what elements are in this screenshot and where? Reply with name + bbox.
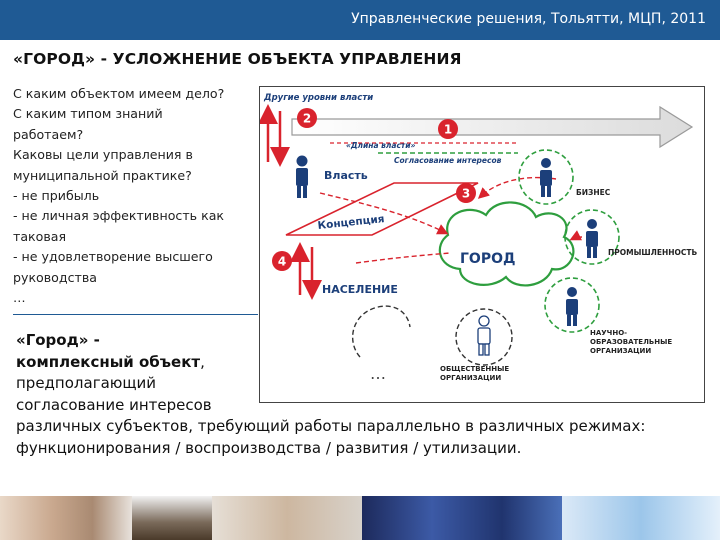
power-length-label: «Длина власти» xyxy=(346,141,416,150)
question-line: работаем? xyxy=(13,125,258,145)
divider-line xyxy=(13,314,258,315)
industry-dashed-curve xyxy=(572,237,582,239)
header-bar: Управленческие решения, Тольятти, МЦП, 2… xyxy=(0,0,720,40)
badge-1-label: 1 xyxy=(444,123,452,137)
business-label: БИЗНЕС xyxy=(576,188,611,197)
question-line: руководства xyxy=(13,268,258,288)
slide-title: «ГОРОД» - УСЛОЖНЕНИЕ ОБЪЕКТА УПРАВЛЕНИЯ xyxy=(13,50,462,68)
definition-line: предполагающий xyxy=(16,373,645,395)
question-line: Каковы цели управления в xyxy=(13,145,258,165)
population-label: НАСЕЛЕНИЕ xyxy=(322,283,398,296)
city-definition: «Город» - комплексный объект, предполага… xyxy=(16,330,645,460)
industry-figure-icon xyxy=(586,219,598,258)
population-dashed-curve xyxy=(356,253,450,263)
power-figure-icon xyxy=(296,156,308,199)
sprout-photo xyxy=(132,496,212,540)
question-line: С каким типом знаний xyxy=(13,104,258,124)
badge-2: 2 xyxy=(297,108,317,128)
questions-block: С каким объектом имеем дело? С каким тип… xyxy=(13,84,258,308)
badge-1: 1 xyxy=(438,119,458,139)
city-label: ГОРОД xyxy=(460,251,515,267)
definition-line: «Город» - xyxy=(16,330,645,352)
badge-3-label: 3 xyxy=(462,187,470,201)
definition-line: согласование интересов xyxy=(16,395,645,417)
badge-4-label: 4 xyxy=(278,255,286,269)
question-line: таковая xyxy=(13,227,258,247)
definition-line: функционирования / воспроизводства / раз… xyxy=(16,438,645,460)
other-levels-label: Другие уровни власти xyxy=(263,93,373,103)
definition-line: различных субъектов, требующий работы па… xyxy=(16,416,645,438)
business-figure-icon xyxy=(540,158,552,197)
question-line: - не личная эффективность как xyxy=(13,206,258,226)
city-cloud xyxy=(440,202,574,285)
definition-line-2: комплексный объект, xyxy=(16,352,645,374)
molecule-photo xyxy=(562,496,720,540)
industry-label: ПРОМЫШЛЕННОСТЬ xyxy=(608,248,698,257)
footer-photo-strip xyxy=(0,496,720,540)
badge-4: 4 xyxy=(272,251,292,271)
power-label: Власть xyxy=(324,169,368,182)
coordination-label: Согласование интересов xyxy=(394,156,502,165)
hands-photo xyxy=(0,496,132,540)
graduates-photo xyxy=(362,496,562,540)
question-line: … xyxy=(13,288,258,308)
question-line: - не удовлетворение высшего xyxy=(13,247,258,267)
question-line: - не прибыль xyxy=(13,186,258,206)
science-figure-icon xyxy=(566,287,578,326)
badge-3: 3 xyxy=(456,183,476,203)
header-title: Управленческие решения, Тольятти, МЦП, 2… xyxy=(351,11,706,27)
definition-emphasis: комплексный объект xyxy=(16,353,200,371)
question-line: муниципальной практике? xyxy=(13,166,258,186)
question-line: С каким объектом имеем дело? xyxy=(13,84,258,104)
handshake-photo xyxy=(212,496,362,540)
badge-2-label: 2 xyxy=(303,112,311,126)
definition-comma: , xyxy=(200,353,205,371)
